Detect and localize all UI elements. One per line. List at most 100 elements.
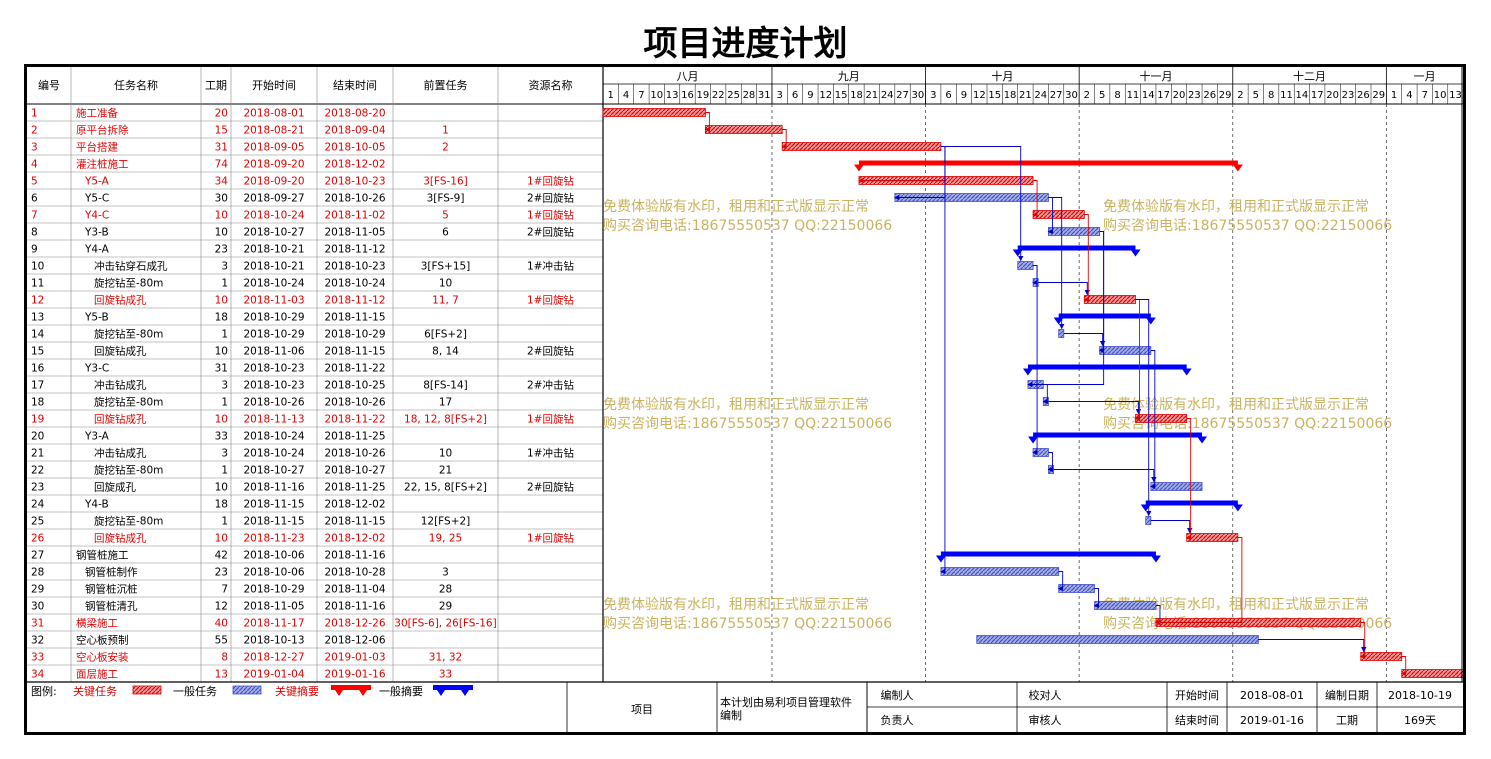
task-bar — [1099, 346, 1152, 355]
task-start: 2018-10-23 — [243, 363, 304, 375]
task-name: 空心板预制 — [76, 634, 129, 647]
task-duration: 74 — [215, 159, 229, 171]
task-name: Y4-B — [84, 499, 109, 511]
day-tick-label: 18 — [1004, 90, 1017, 101]
day-tick-label: 5 — [1099, 90, 1105, 101]
task-name: 钢管桩施工 — [76, 549, 129, 562]
task-resource: 2#回旋钻 — [527, 192, 574, 205]
task-id: 31 — [31, 618, 44, 630]
task-duration: 55 — [215, 635, 228, 647]
task-id: 17 — [31, 380, 44, 392]
month-label: 十二月 — [1293, 69, 1326, 83]
task-name: 原平台拆除 — [76, 124, 129, 137]
task-name: 旋挖钻至-80m — [94, 396, 163, 409]
task-start: 2018-10-26 — [243, 397, 304, 409]
day-tick-label: 17 — [1311, 90, 1324, 101]
footer-compile-date-label: 编制日期 — [1325, 688, 1369, 702]
task-start: 2018-11-15 — [243, 499, 304, 511]
task-end: 2018-11-15 — [324, 516, 385, 528]
task-name: 钢管桩清孔 — [85, 600, 138, 613]
task-predecessor: 10 — [439, 278, 452, 290]
task-duration: 34 — [215, 176, 229, 188]
task-id: 23 — [31, 482, 44, 494]
task-name: 回旋成孔 — [94, 481, 136, 494]
task-start: 2018-11-16 — [243, 482, 304, 494]
task-id: 16 — [31, 363, 45, 375]
day-tick-label: 8 — [1268, 90, 1274, 101]
task-end: 2018-11-16 — [324, 550, 385, 562]
task-bar — [705, 125, 783, 134]
task-predecessor: 33 — [439, 669, 452, 681]
task-name: 面层施工 — [76, 668, 118, 681]
day-tick-label: 23 — [1188, 90, 1201, 101]
task-resource: 1#回旋钻 — [527, 294, 574, 307]
dependency-link — [1150, 520, 1193, 534]
footer-owner-label: 负责人 — [881, 713, 914, 727]
watermark-text: 免费体验版有水印，租用和正式版显示正常 — [603, 199, 869, 215]
task-name: 回旋钻成孔 — [94, 413, 147, 426]
task-start: 2018-10-23 — [243, 380, 304, 392]
task-duration: 1 — [221, 329, 228, 341]
task-bar — [1186, 533, 1239, 542]
dependency-link — [1093, 588, 1100, 609]
task-bar — [1135, 414, 1188, 423]
watermark-text: 免费体验版有水印，租用和正式版显示正常 — [1103, 199, 1369, 215]
task-name: 冲击钻成孔 — [94, 447, 147, 460]
task-resource: 1#冲击钻 — [527, 260, 574, 273]
task-end: 2018-11-05 — [324, 227, 385, 239]
day-tick-label: 29 — [1372, 90, 1385, 101]
task-id: 8 — [31, 227, 38, 239]
task-bar — [1401, 669, 1463, 678]
task-id: 12 — [31, 295, 44, 307]
day-tick-label: 9 — [961, 90, 967, 101]
dependency-link — [1048, 401, 1142, 415]
task-start: 2018-10-29 — [243, 584, 304, 596]
task-end: 2018-11-25 — [324, 482, 385, 494]
dependency-link — [1038, 282, 1090, 296]
day-tick-label: 16 — [681, 90, 694, 101]
day-tick-label: 4 — [623, 90, 629, 101]
task-id: 5 — [31, 176, 38, 188]
task-resource: 1#回旋钻 — [527, 532, 574, 545]
task-duration: 1 — [221, 397, 228, 409]
task-predecessor: 18, 12, 8[FS+2] — [404, 414, 487, 426]
footer-reviewer-label: 审核人 — [1029, 713, 1062, 727]
dependency-link — [1149, 350, 1156, 490]
task-bar — [602, 108, 706, 117]
task-name: 旋挖钻至-80m — [94, 328, 163, 341]
task-end: 2018-11-04 — [324, 584, 385, 596]
day-tick-label: 2 — [1237, 90, 1243, 101]
day-tick-label: 24 — [881, 90, 894, 101]
legend-critical-task-swatch — [132, 685, 162, 695]
task-id: 28 — [31, 567, 44, 579]
legend-label: 图例: — [31, 684, 57, 698]
task-name: Y3-B — [84, 227, 109, 239]
task-id: 24 — [31, 499, 45, 511]
task-start: 2018-11-17 — [243, 618, 304, 630]
task-predecessor: 21 — [439, 465, 452, 477]
summary-bar — [940, 551, 1156, 557]
task-start: 2018-10-06 — [243, 567, 304, 579]
task-end: 2018-11-12 — [324, 244, 385, 256]
task-end: 2018-10-29 — [324, 329, 385, 341]
task-id: 3 — [31, 142, 38, 154]
task-start: 2018-10-27 — [243, 465, 304, 477]
task-end: 2018-10-26 — [324, 397, 385, 409]
task-duration: 1 — [221, 278, 228, 290]
task-name: Y3-C — [84, 363, 109, 375]
task-predecessor: 12[FS+2] — [421, 516, 471, 528]
task-end: 2018-10-28 — [324, 567, 385, 579]
watermark-text: 购买咨询电话:18675550537 QQ:22150066 — [603, 616, 892, 632]
task-end: 2018-12-02 — [324, 499, 385, 511]
task-predecessor: 11, 7 — [432, 295, 459, 307]
task-name: Y5-B — [84, 312, 109, 324]
task-start: 2018-10-21 — [243, 244, 304, 256]
task-id: 20 — [31, 431, 44, 443]
task-start: 2018-10-24 — [243, 278, 304, 290]
task-bar — [1094, 601, 1157, 610]
task-start: 2018-12-27 — [243, 652, 304, 664]
day-tick-label: 29 — [1219, 90, 1232, 101]
task-name: 旋挖钻至-80m — [94, 277, 163, 290]
task-name: 回旋钻成孔 — [94, 532, 147, 545]
dependency-link — [1047, 452, 1053, 473]
